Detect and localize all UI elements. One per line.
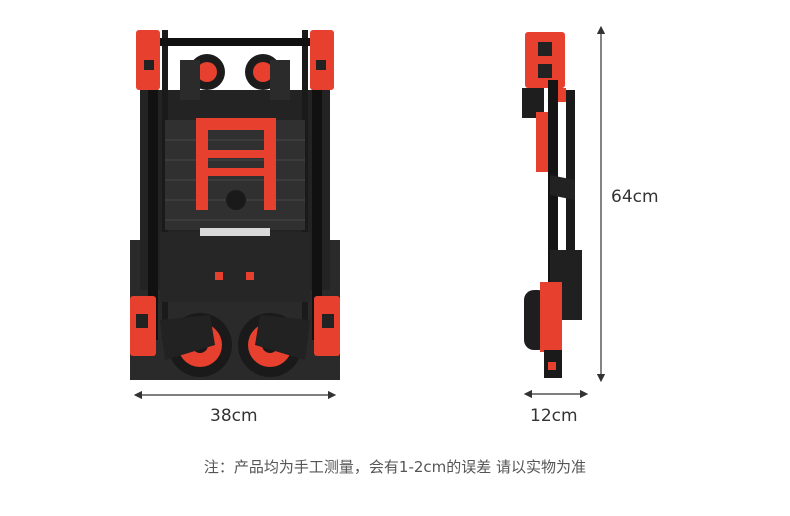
measurement-note: 注：产品均为手工测量，会有1-2cm的误差 请以实物为准 — [203, 458, 587, 476]
width-label: 38cm — [210, 406, 258, 426]
trolley-front-view — [130, 30, 340, 380]
height-label: 64cm — [611, 187, 659, 207]
trolley-side-view — [522, 32, 582, 378]
depth-label: 12cm — [530, 406, 578, 426]
